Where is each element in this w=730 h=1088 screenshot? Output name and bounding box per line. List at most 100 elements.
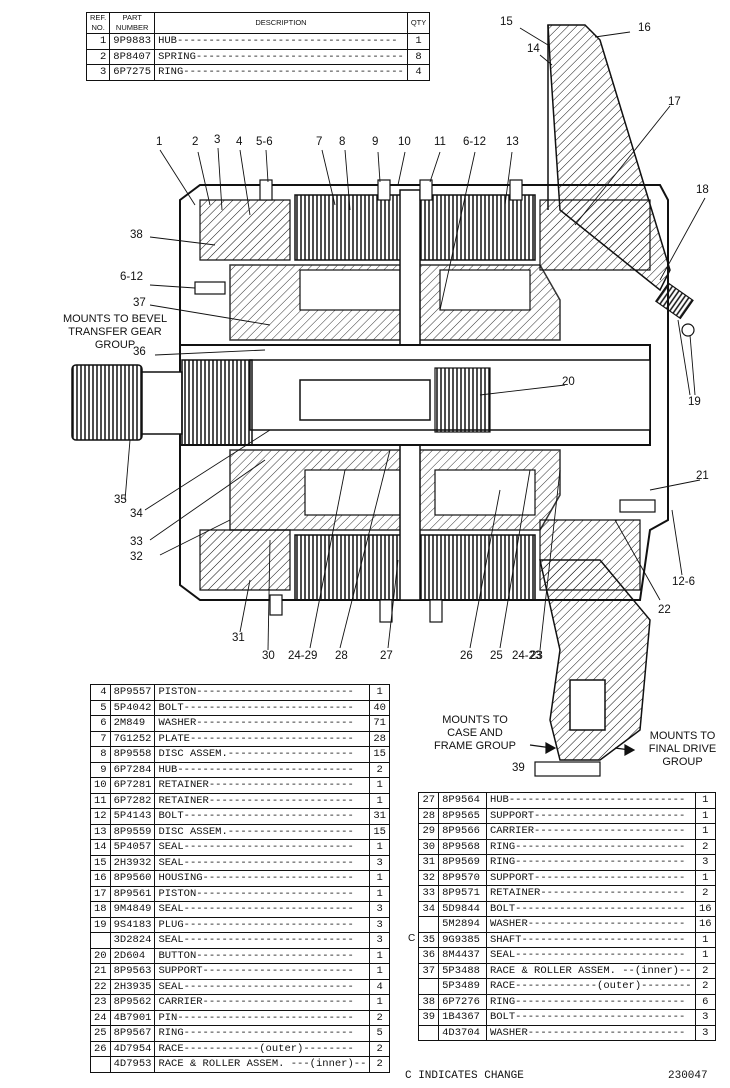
cell-qty: 2 <box>369 761 390 778</box>
cell-part: 8P9571 <box>438 885 487 902</box>
cell-ref: 30 <box>417 838 440 855</box>
cell-desc: SEAL--------------------------- <box>154 839 371 856</box>
cell-part: 5D9844 <box>438 900 487 917</box>
cell-qty: 2 <box>694 885 717 902</box>
cell-ref: 37 <box>417 962 440 979</box>
cell-qty: 1 <box>369 994 390 1011</box>
callout-24-29: 24-29 <box>288 650 318 662</box>
cell-desc: RING----------------------------------- <box>154 64 408 81</box>
cell-part: 2H3932 <box>109 854 156 871</box>
callout-24-23: 24-23 <box>512 650 542 662</box>
cell-ref <box>90 932 111 949</box>
cell-ref: 27 <box>417 792 440 809</box>
cell-part: 8P8407 <box>109 48 156 65</box>
callout-3: 3 <box>214 134 221 146</box>
callout-4: 4 <box>236 136 243 148</box>
callout-35: 35 <box>114 494 127 506</box>
cell-ref: 21 <box>90 963 111 980</box>
callout-36: 36 <box>133 346 146 358</box>
ref-header: REF. NO. <box>85 12 111 34</box>
cell-part: 4D3704 <box>438 1024 487 1041</box>
main-housing <box>179 184 669 601</box>
cell-part: 8P9568 <box>438 838 487 855</box>
cell-desc: RETAINER----------------------- <box>154 777 371 794</box>
cell-part: 8M4437 <box>438 947 487 964</box>
cell-desc: WASHER------------------------- <box>485 916 696 933</box>
cell-qty: 31 <box>369 808 390 825</box>
cell-part: 7G1252 <box>109 730 156 747</box>
cell-desc: HUB----------------------------------- <box>154 33 408 50</box>
cell-part: 8P9558 <box>109 746 156 763</box>
carrier-upper <box>229 264 561 341</box>
cell-part: 9M4849 <box>109 901 156 918</box>
cell-qty: 2 <box>694 978 717 995</box>
cell-ref: 26 <box>90 1040 111 1057</box>
cell-desc: RACE-------------(outer)-------- <box>485 978 696 995</box>
cell-part: 5P3489 <box>438 978 487 995</box>
clutch-pack-right-top <box>419 194 536 261</box>
cell-qty: 1 <box>694 792 717 809</box>
carrier-lower <box>229 449 561 531</box>
cell-qty: 71 <box>369 715 390 732</box>
callout-28: 28 <box>335 650 348 662</box>
cell-part: 8P9559 <box>109 823 156 840</box>
cell-part: 8P9562 <box>109 994 156 1011</box>
cell-qty: 4 <box>369 978 390 995</box>
callout-8: 8 <box>339 136 346 148</box>
leader-lines <box>124 27 706 651</box>
cell-ref: 5 <box>90 699 111 716</box>
cell-part: 2M849 <box>109 715 156 732</box>
callout-25: 25 <box>490 650 503 662</box>
cell-ref: 34 <box>417 900 440 917</box>
callout-38: 38 <box>130 229 143 241</box>
cell-desc: BUTTON------------------------- <box>154 947 371 964</box>
cell-ref: 22 <box>90 978 111 995</box>
cell-qty: 4 <box>406 64 431 81</box>
callout-19: 19 <box>688 396 701 408</box>
cell-desc: RING--------------------------- <box>485 838 696 855</box>
cell-ref: 12 <box>90 808 111 825</box>
cell-part: 8P9564 <box>438 792 487 809</box>
callout-6-12: 6-12 <box>120 271 144 283</box>
cell-ref: 23 <box>90 994 111 1011</box>
cell-part: 3D2824 <box>109 932 156 949</box>
cell-ref: 35 <box>417 931 440 948</box>
cell-desc: SEAL--------------------------- <box>485 947 696 964</box>
cell-qty: 2 <box>694 838 717 855</box>
cell-desc: BOLT--------------------------- <box>485 900 696 917</box>
cell-desc: SPRING--------------------------------- <box>154 48 408 65</box>
cell-qty: 1 <box>369 885 390 902</box>
callout-7: 7 <box>316 136 323 148</box>
cell-ref: 28 <box>417 807 440 824</box>
callout-5-6: 5-6 <box>256 136 273 148</box>
cell-qty: 1 <box>369 947 390 964</box>
cell-desc: CARRIER------------------------ <box>485 823 696 840</box>
cell-part: 5P4057 <box>109 839 156 856</box>
cell-part: 6P7275 <box>109 64 156 81</box>
cell-ref: 38 <box>417 993 440 1010</box>
cell-ref: 36 <box>417 947 440 964</box>
cell-part: 8P9570 <box>438 869 487 886</box>
callout-26: 26 <box>460 650 473 662</box>
cell-part: 9G9385 <box>438 931 487 948</box>
main-shaft <box>179 344 651 446</box>
cell-qty: 3 <box>369 854 390 871</box>
cell-desc: PLATE-------------------------- <box>154 730 371 747</box>
callout-14: 14 <box>527 43 540 55</box>
cell-desc: PIN---------------------------- <box>154 1009 371 1026</box>
callout-1: 1 <box>156 136 163 148</box>
callout-39: 39 <box>512 762 525 774</box>
cell-qty: 1 <box>369 839 390 856</box>
cell-ref: 20 <box>90 947 111 964</box>
